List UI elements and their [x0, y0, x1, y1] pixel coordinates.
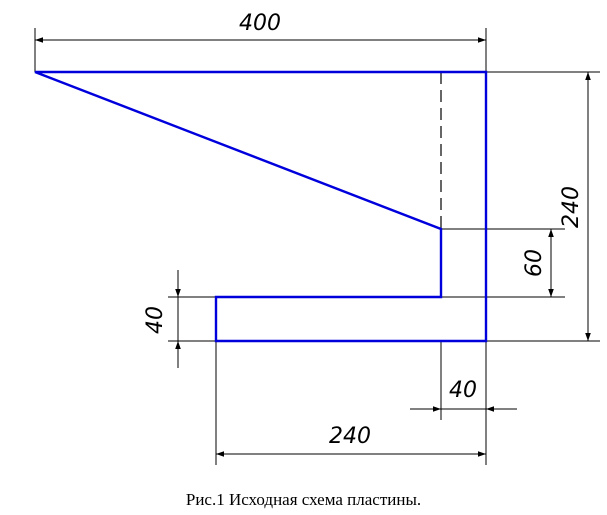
dim-wall-label: 40: [449, 378, 477, 403]
plate-outline: [34, 70, 488, 343]
dimension-lines: [35, 37, 591, 457]
dim-step-label: 60: [522, 249, 547, 277]
extension-lines: [34, 28, 600, 465]
dim-top-label: 400: [239, 11, 281, 36]
figure-caption: Рис.1 Исходная схема пластины.: [185, 490, 422, 509]
dim-bar-label: 40: [143, 306, 168, 334]
dim-right-label: 240: [559, 186, 584, 228]
dim-bottom-label: 240: [329, 424, 371, 449]
